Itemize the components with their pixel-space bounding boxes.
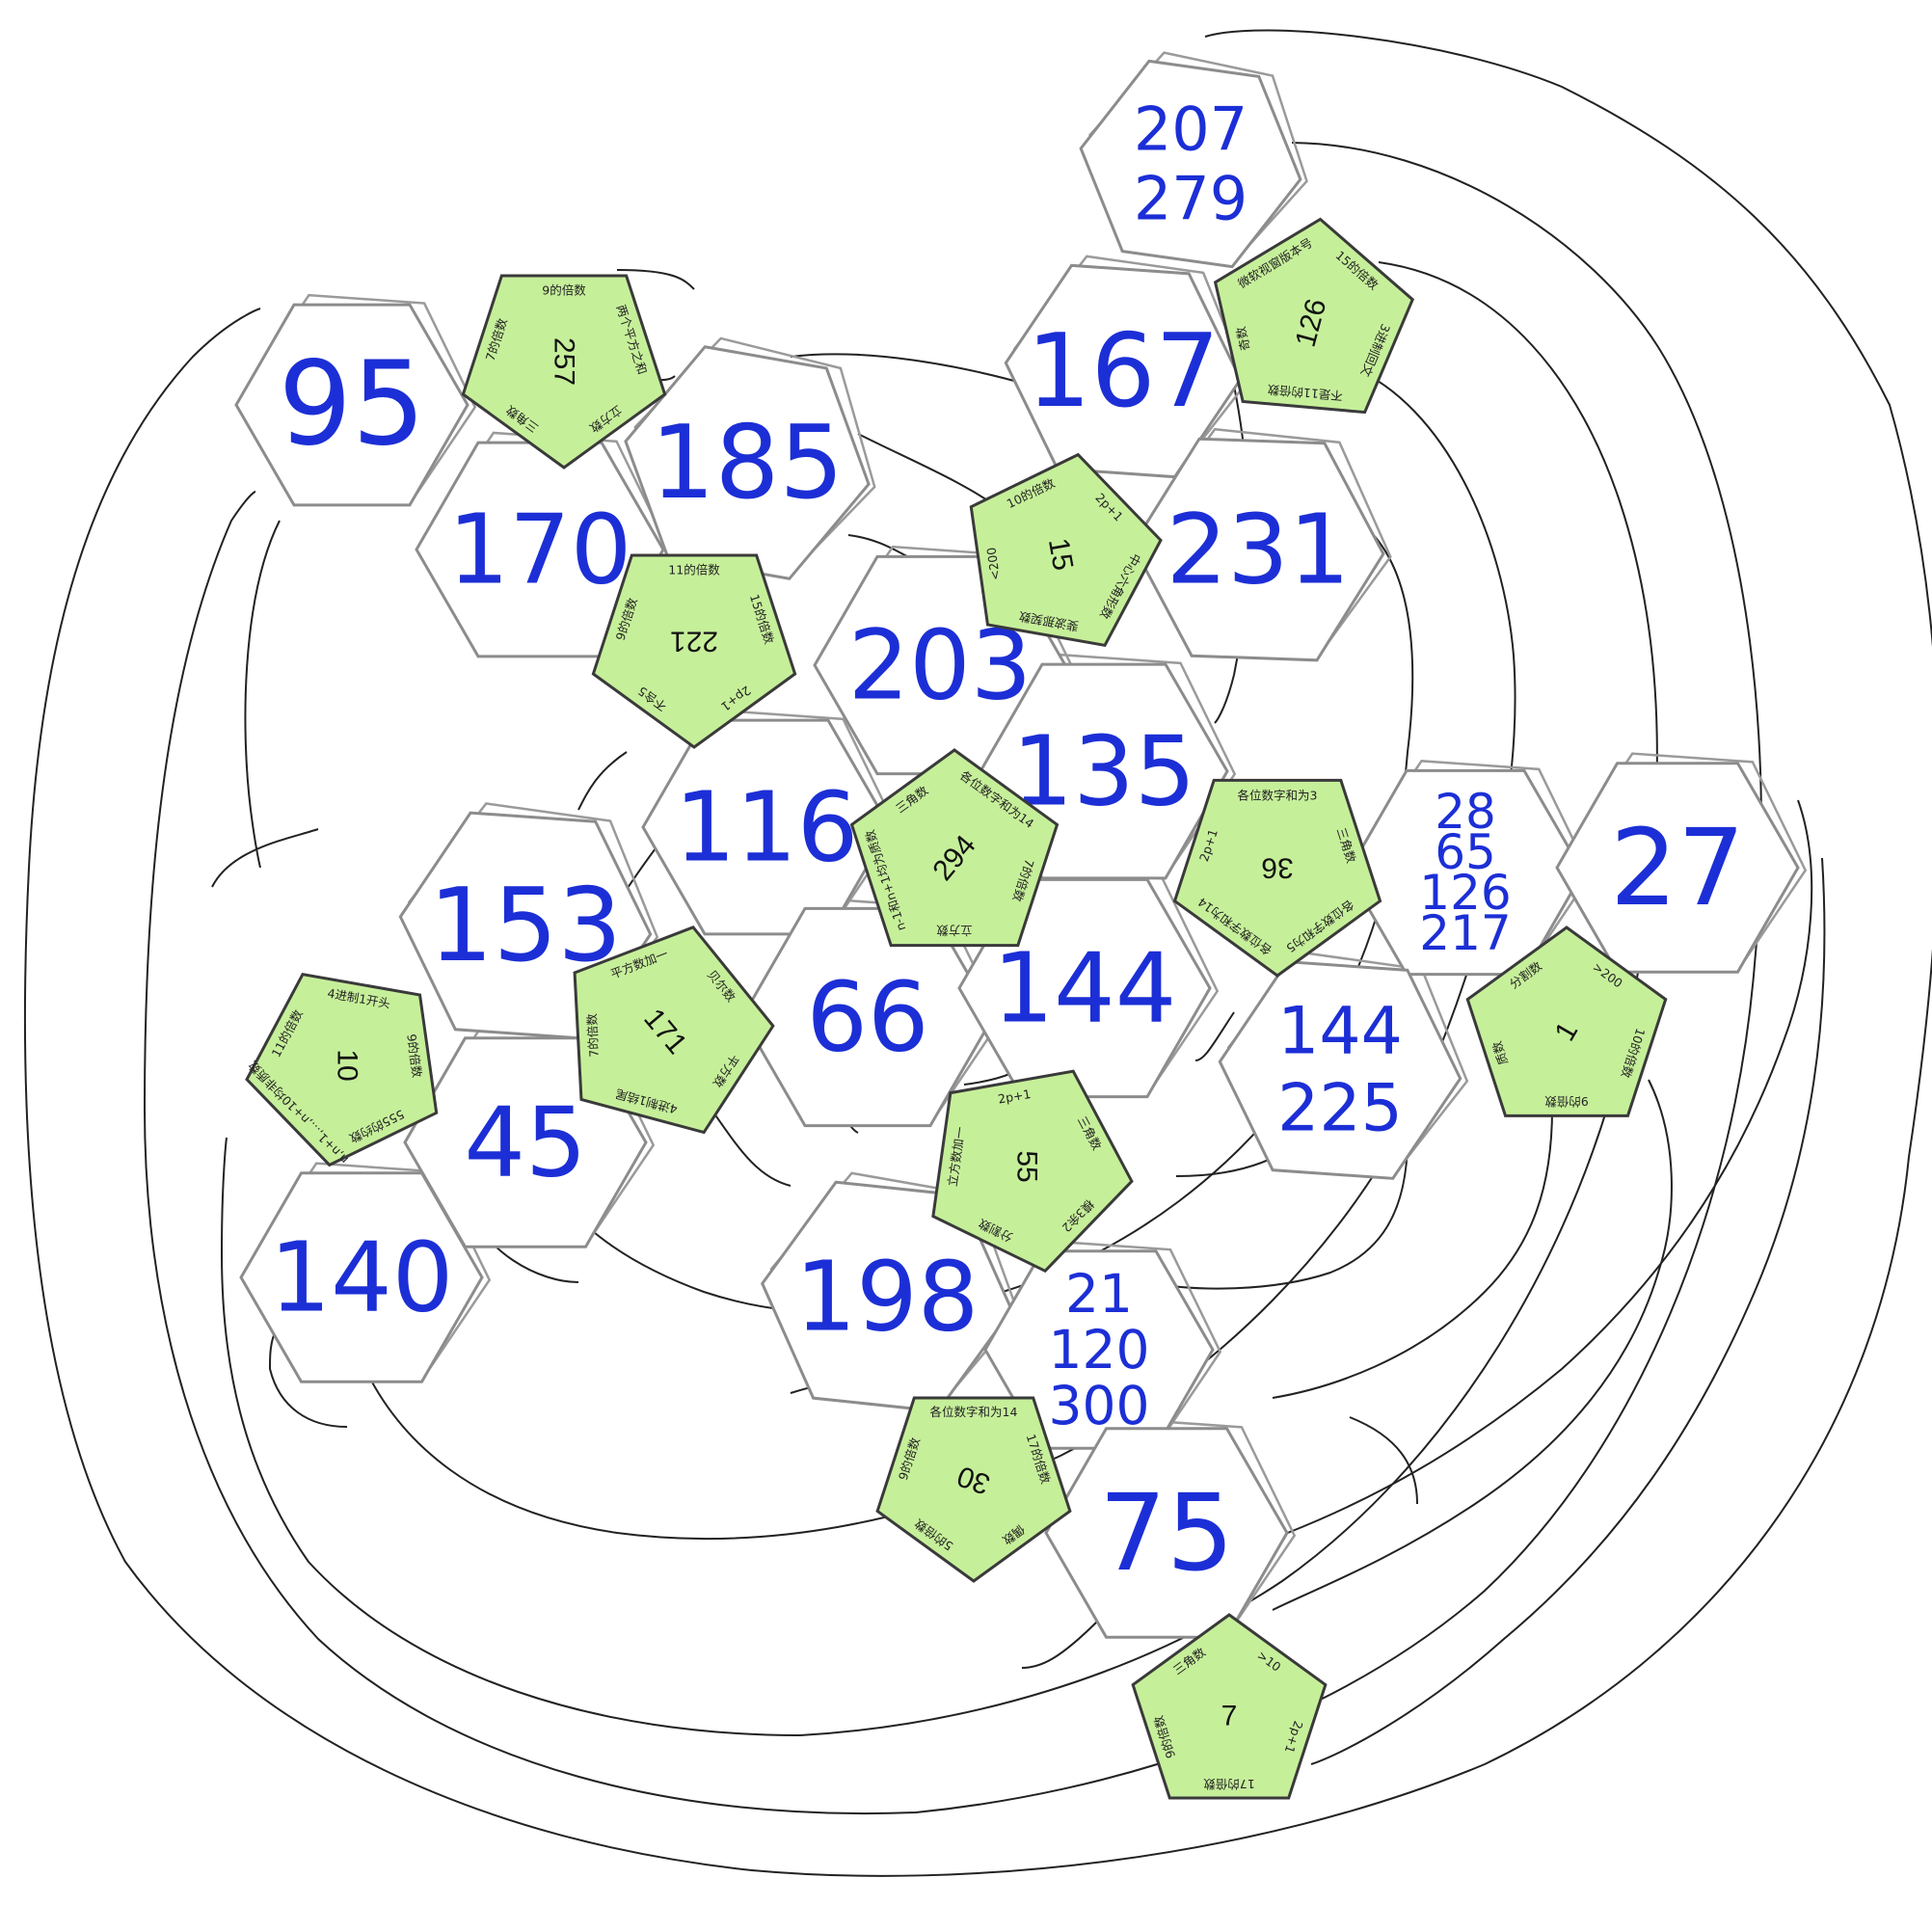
pentagon-edge-label: 不是11的倍数	[1266, 382, 1343, 403]
pentagon-shape	[875, 1396, 1072, 1583]
hexagon-number: 225	[1277, 1071, 1403, 1147]
hexagon-shape	[234, 303, 470, 507]
pentagon-shape	[1131, 1613, 1328, 1800]
hexagon-face-h170: 170	[415, 441, 665, 658]
hexagon-shape	[1079, 59, 1302, 269]
pentagon-number: 10	[332, 1049, 363, 1081]
hexagon-number: 27	[1610, 806, 1745, 929]
hexagon-number: 65	[1435, 824, 1496, 880]
pentagon-faces: 257三角数7的倍数9的倍数两个平方之和立方数12615的倍数3进制回文不是11…	[245, 217, 1668, 1800]
hexagon-face-h231: 231	[1131, 437, 1385, 662]
hexagon-face-h167: 167	[1004, 263, 1243, 479]
hexagon-shape	[415, 441, 665, 658]
pentagon-edge-label: 立方数	[936, 924, 973, 938]
hexagon-number: 279	[1134, 164, 1248, 234]
hexagon-face-h116: 116	[641, 718, 892, 936]
pentagon-edge-label: 9的倍数	[404, 1033, 424, 1080]
hexagon-number: 75	[1099, 1471, 1234, 1595]
pentagon-shape	[1465, 926, 1668, 1117]
hexagon-number: 144	[993, 932, 1177, 1045]
pentagon-number: 36	[1261, 852, 1293, 884]
pentagon-number: 55	[1011, 1150, 1043, 1182]
pentagon-number: 257	[549, 337, 580, 386]
hexagon-face-h75: 75	[1044, 1427, 1289, 1639]
hexagon-number: 21	[1065, 1263, 1133, 1325]
hexagon-number: 45	[464, 1087, 586, 1199]
hexagon-number: 153	[429, 867, 622, 984]
pentagon-number: 15	[1042, 536, 1079, 574]
pentagon-edge-label: 2p+1	[997, 1087, 1032, 1107]
hexagon-shape	[1044, 1427, 1289, 1639]
pentagon-edge-label: 质数	[1489, 1039, 1511, 1067]
hexagon-number: 135	[1012, 715, 1196, 828]
hexagon-number: 144	[1277, 994, 1403, 1070]
pentagon-shape	[591, 553, 797, 749]
hexagon-number: 126	[1419, 865, 1511, 921]
hexagon-number: 28	[1435, 784, 1496, 840]
pentagon-edge-label: <200	[983, 547, 1003, 581]
hexagon-number: 170	[448, 494, 632, 606]
hexagon-number: 217	[1419, 905, 1511, 961]
hexagon-number: 167	[1027, 312, 1220, 430]
pentagon-edge-label: 各位数字和为14	[930, 1405, 1018, 1419]
pentagon-shape	[969, 452, 1163, 648]
hexagon-shape	[1131, 437, 1385, 662]
hexagon-number: 185	[651, 404, 844, 522]
pentagon-shape	[1172, 778, 1382, 978]
hexagon-number: 66	[806, 961, 928, 1074]
pentagon-shape	[245, 972, 439, 1167]
hexagon-number: 231	[1167, 494, 1351, 606]
hexagon-number: 207	[1134, 94, 1248, 165]
hexagon-face-h198: 198	[760, 1180, 1014, 1413]
hexagon-face-h95: 95	[234, 303, 470, 507]
pentagon-edge-label: 7的倍数	[584, 1012, 601, 1058]
pentagon-shape	[1213, 217, 1415, 415]
hexagon-number: 140	[270, 1221, 454, 1334]
hexagon-shape	[239, 1171, 484, 1383]
hexagon-number: 116	[675, 771, 859, 884]
pentagon-edge-label: 各位数字和为3	[1238, 788, 1318, 802]
hexagon-number: 198	[795, 1241, 979, 1354]
pentagon-edge-label: 9的倍数	[1544, 1094, 1589, 1109]
pentagon-shape	[461, 274, 667, 470]
pentagon-number: 221	[670, 626, 718, 657]
pentagon-number: 7	[1221, 1701, 1238, 1732]
hexagon-face-h185: 185	[624, 345, 871, 580]
hexagon-number: 120	[1049, 1319, 1150, 1381]
pentagon-shape	[931, 1069, 1134, 1274]
hexagon-number: 95	[279, 338, 426, 472]
pentagon-edge-label: 9的倍数	[542, 283, 586, 298]
pentagon-edge-label: 17的倍数	[1203, 1777, 1255, 1791]
hexagon-face-h140: 140	[239, 1171, 484, 1383]
pentagon-edge-label: 11的倍数	[668, 563, 720, 577]
pentagon-edge-label: 奇数	[1233, 325, 1252, 352]
hexagon-number: 300	[1049, 1375, 1150, 1436]
hexagon-face-h27: 27	[1555, 762, 1800, 974]
pentagon-shape	[849, 748, 1060, 948]
pentagon-shape	[573, 926, 775, 1135]
